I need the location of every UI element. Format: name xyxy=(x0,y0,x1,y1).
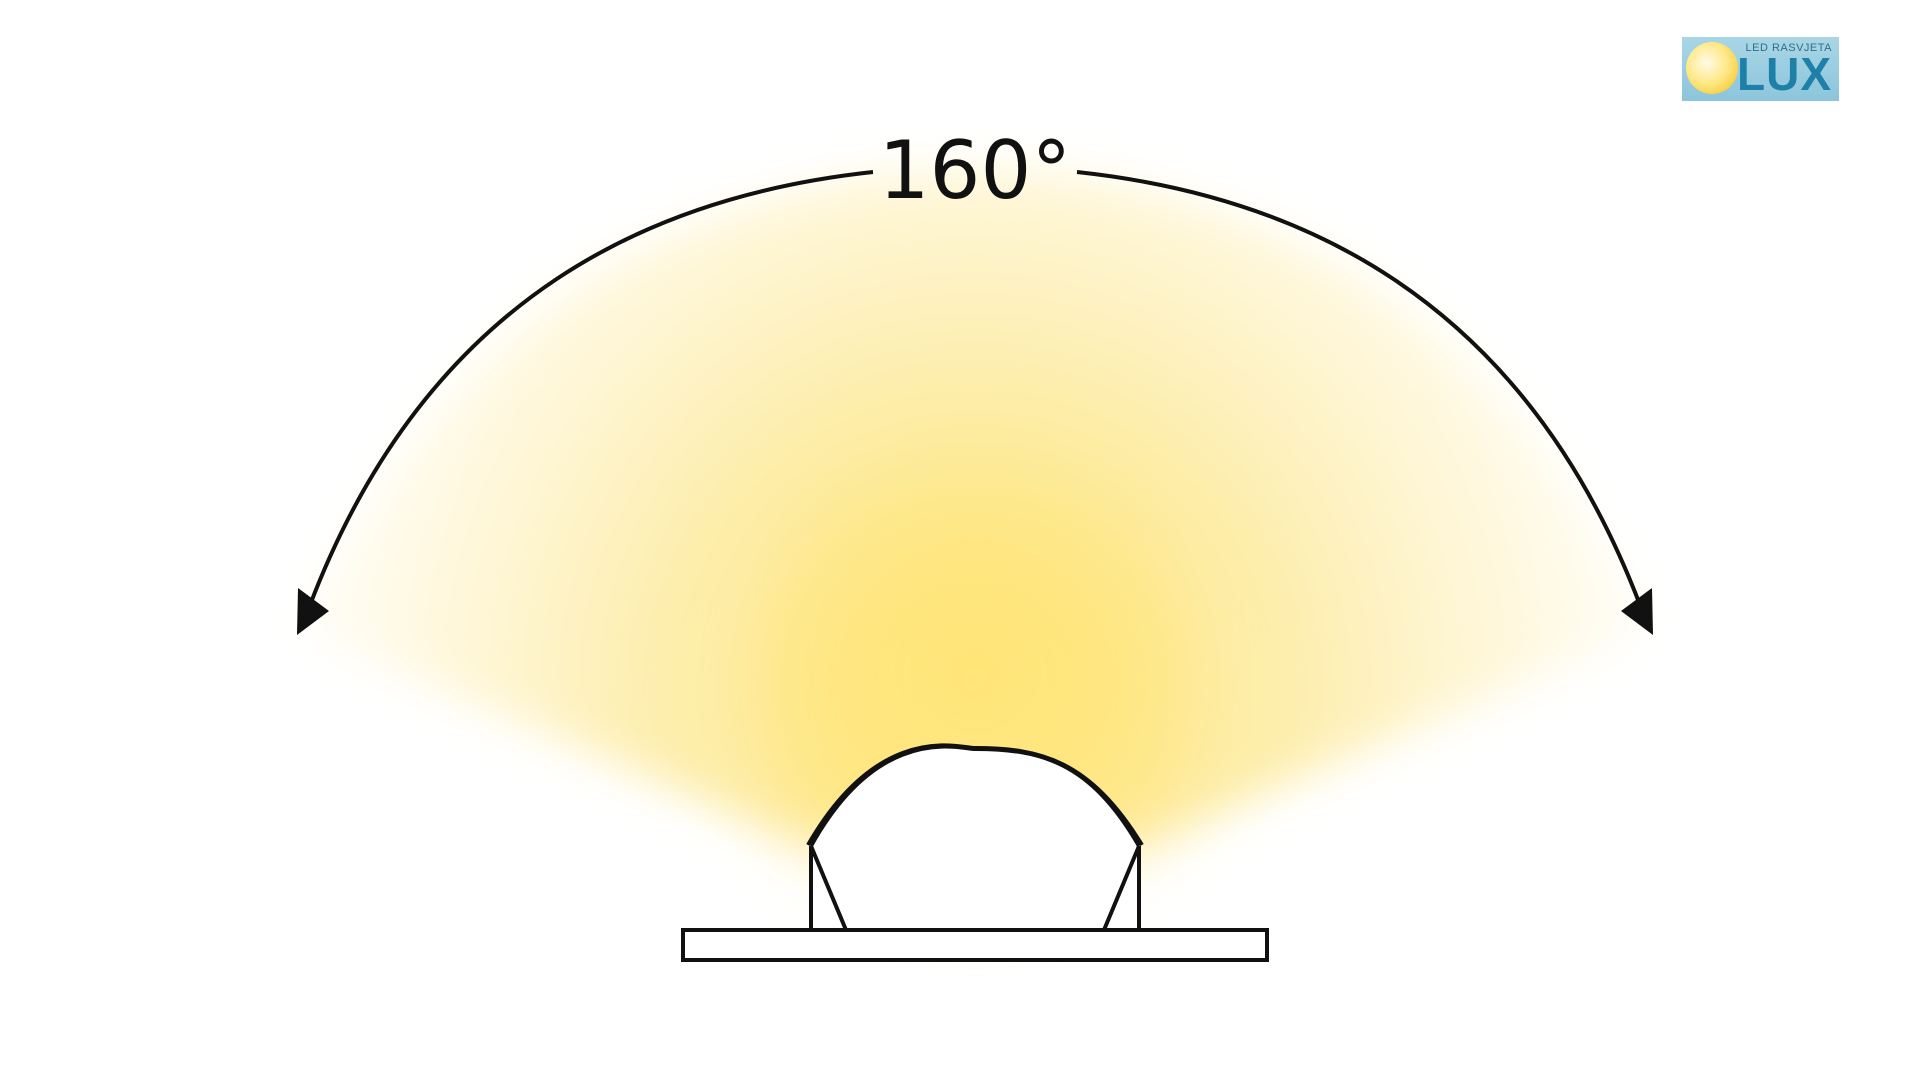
led-base-plate xyxy=(681,928,1269,962)
logo-tagline: LED RASVJETA xyxy=(1745,42,1832,54)
led-body-left-bevel xyxy=(809,845,848,931)
arrow-right-icon xyxy=(1621,588,1653,635)
logo-brand: LUX xyxy=(1737,48,1832,100)
brand-logo: LED RASVJETA LUX xyxy=(1682,37,1839,101)
sun-icon xyxy=(1686,42,1738,94)
angle-arc-right xyxy=(1076,170,1642,606)
arrow-left-icon xyxy=(297,588,329,635)
led-lens-dome-outline xyxy=(809,744,1141,847)
led-body-right-bevel xyxy=(1102,845,1141,931)
led-dome-fill xyxy=(811,747,1139,930)
angle-arc-left xyxy=(308,170,874,606)
angle-label: 160° xyxy=(879,124,1072,217)
